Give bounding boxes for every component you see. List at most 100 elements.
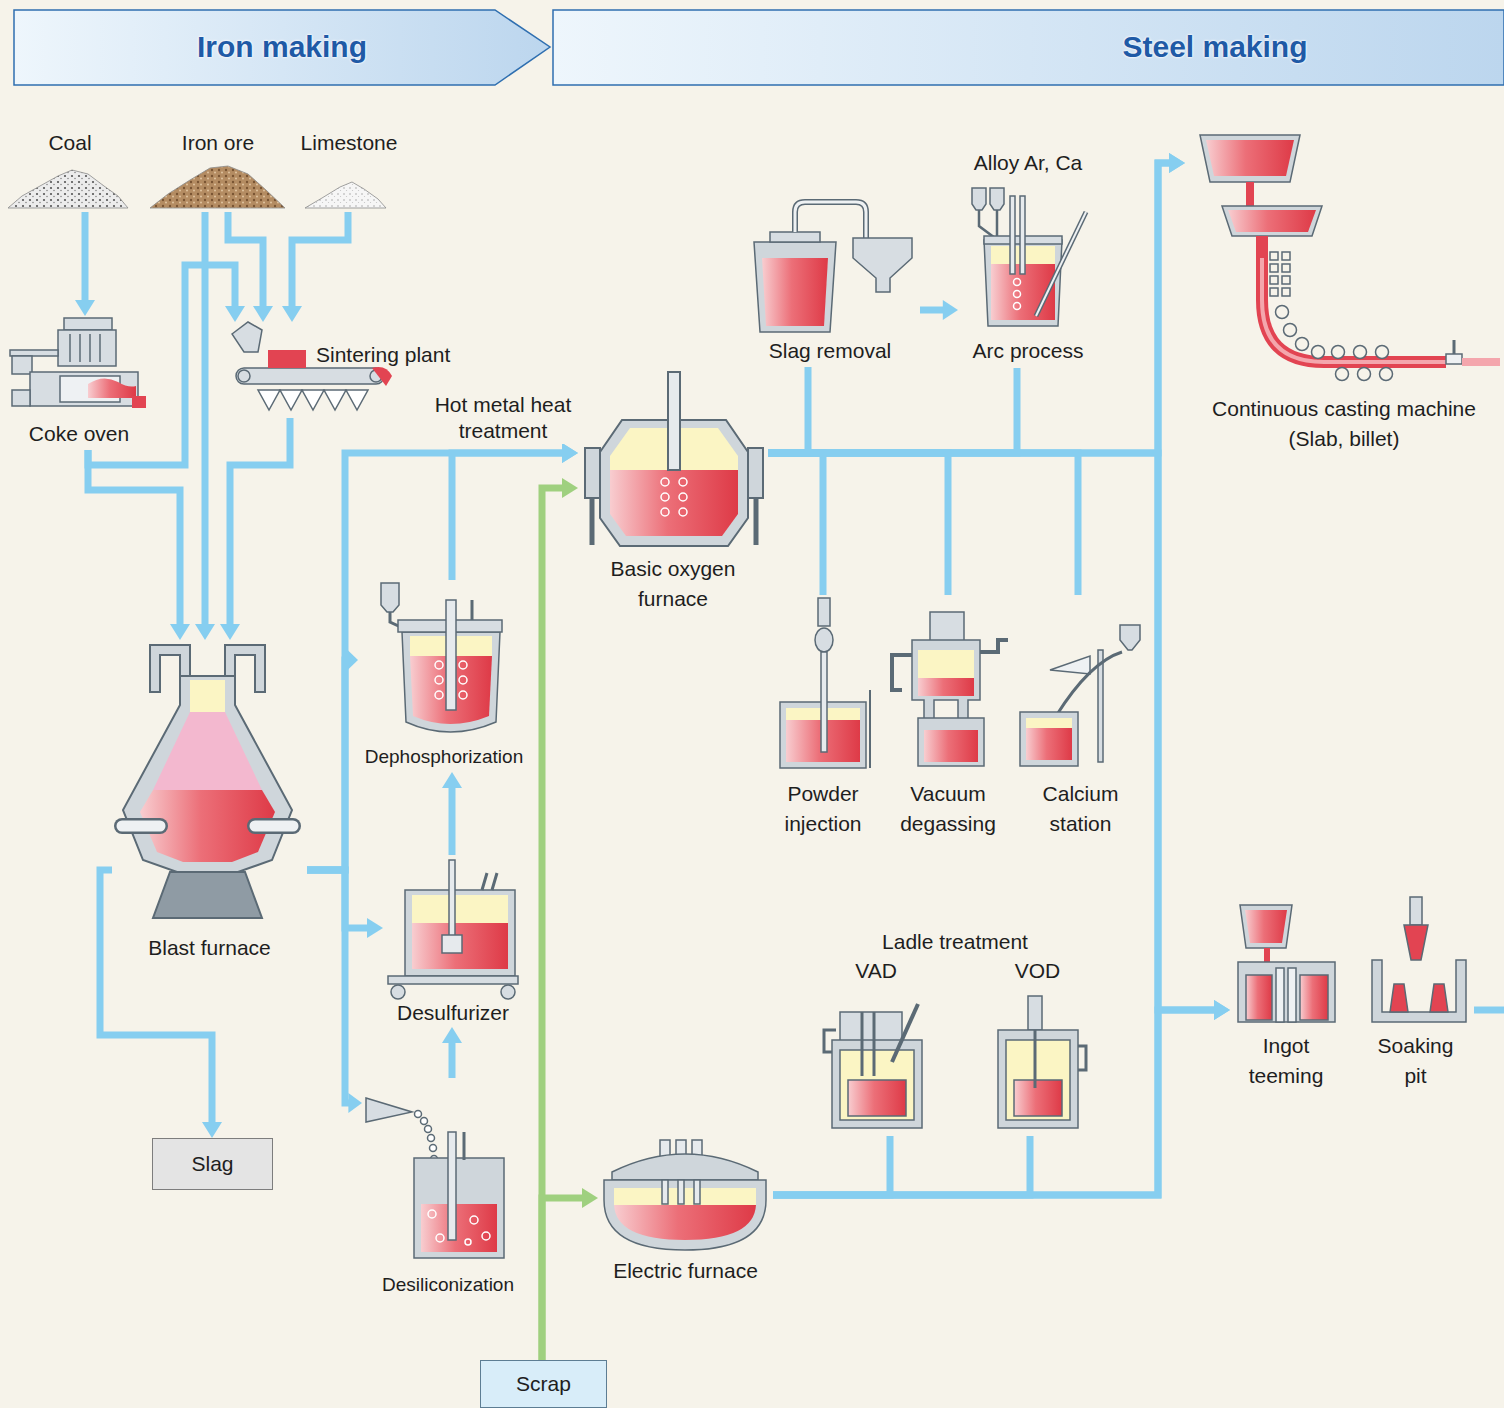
desiliconization-drawing — [448, 1132, 456, 1240]
dephosphorization-drawing — [381, 583, 399, 612]
process-unit: Soaking pit — [1360, 895, 1472, 1093]
arc-process-drawing — [1036, 212, 1086, 316]
converter-drawing — [748, 448, 763, 498]
flow-line — [449, 1042, 456, 1078]
continuous-caster-drawing — [1270, 264, 1278, 272]
converter-drawing — [610, 470, 738, 536]
ingot-teeming-drawing — [1245, 910, 1287, 943]
soaking-pit-drawing — [1372, 960, 1466, 1022]
flow-line — [920, 307, 944, 314]
flow-arrow — [768, 453, 1078, 595]
flow-line — [307, 453, 563, 870]
flow-line — [202, 212, 209, 625]
label-text: Limestone — [290, 130, 408, 156]
coke-oven-drawing — [10, 350, 58, 356]
secondary-treatment-drawing — [918, 650, 974, 678]
slag-removal-drawing — [754, 242, 836, 332]
continuous-caster-drawing — [1200, 135, 1500, 381]
soaking-pit-drawing — [1372, 897, 1466, 1022]
process-unit: Dephosphorization — [358, 580, 530, 772]
label-text: Electric furnace — [598, 1258, 773, 1284]
converter-drawing — [668, 372, 680, 470]
flow-line — [100, 870, 212, 1123]
flow-arrow — [542, 1188, 598, 1360]
arc-process-drawing — [1036, 212, 1086, 316]
desiliconization-drawing — [421, 1204, 497, 1252]
secondary-treatment-drawing — [892, 655, 912, 690]
flow-arrow — [282, 212, 348, 322]
slag-removal-drawing — [770, 232, 820, 242]
continuous-caster-drawing — [1296, 338, 1309, 351]
flow-arrow — [100, 870, 222, 1138]
converter-drawing — [661, 493, 669, 501]
arrow-head — [1169, 153, 1185, 173]
ladle-treatment-drawing — [1028, 996, 1042, 1030]
process-unit: Electric furnace — [598, 1138, 773, 1288]
flow-arrow — [442, 1027, 462, 1078]
arrow-head — [562, 443, 578, 463]
ingot-teeming-drawing — [1288, 968, 1296, 1022]
arc-process-drawing — [990, 188, 1004, 210]
flow-arrow — [452, 443, 578, 580]
continuous-caster-drawing — [1262, 258, 1446, 362]
secondary-treatment-drawing — [780, 598, 1140, 768]
ladle-treatment-drawing — [832, 1040, 922, 1128]
arc-process-drawing — [1014, 279, 1021, 286]
soaking-pit-drawing — [1404, 925, 1428, 960]
continuous-caster-drawing — [1282, 264, 1290, 272]
secondary-treatment-drawing — [818, 598, 830, 626]
dephosphorization-drawing — [459, 676, 467, 684]
slag-removal-drawing — [795, 202, 866, 238]
arrow-head — [562, 478, 578, 498]
process-unit: Alloy Ar, CaArc process — [958, 150, 1098, 368]
continuous-caster-drawing — [1284, 324, 1297, 337]
desiliconization-drawing — [482, 1232, 490, 1240]
soaking-pit-drawing — [1390, 984, 1408, 1012]
sintering-drawing — [236, 368, 384, 384]
electric-furnace-drawing — [604, 1180, 766, 1250]
flow-arrow — [768, 367, 808, 453]
electric-furnace-drawing — [614, 1205, 756, 1240]
electric-furnace-drawing — [604, 1140, 766, 1250]
continuous-caster-drawing — [1246, 182, 1254, 206]
desiliconization-drawing — [470, 1216, 478, 1224]
flow-line — [773, 1136, 1030, 1195]
sintering-drawing — [346, 390, 368, 410]
continuous-caster-drawing — [1358, 368, 1371, 381]
continuous-caster-drawing — [1282, 252, 1290, 260]
flow-line — [773, 1136, 890, 1195]
coke-oven-drawing — [79, 334, 81, 362]
secondary-treatment-drawing — [1020, 712, 1078, 766]
sintering-drawing — [232, 322, 262, 352]
continuous-caster-drawing — [1228, 210, 1316, 232]
converter-drawing — [679, 493, 687, 501]
coke-oven-drawing — [88, 378, 136, 398]
arrow-head — [943, 300, 958, 320]
process-unit: Blast furnace — [112, 640, 307, 964]
converter-drawing — [679, 508, 687, 516]
arc-process-drawing — [1014, 303, 1021, 310]
blast-furnace-drawing — [255, 818, 293, 834]
ladle-treatment-drawing — [873, 1012, 876, 1076]
material-pile — [8, 166, 386, 208]
flow-line — [768, 163, 1170, 453]
label-text: Slag removal — [740, 338, 920, 364]
flow-arrow — [88, 450, 190, 640]
flow-line — [773, 163, 1170, 1195]
electric-furnace-drawing — [612, 1154, 758, 1180]
arc-process-drawing — [1014, 291, 1021, 298]
desiliconization-drawing — [415, 1111, 422, 1118]
label-text: Vacuum degassing — [882, 779, 1014, 839]
flow-line — [449, 787, 456, 855]
secondary-treatment-drawing — [869, 690, 871, 768]
converter-drawing — [661, 478, 669, 486]
blast-furnace-drawing — [123, 676, 292, 872]
arrow-head — [225, 306, 245, 322]
continuous-caster-drawing — [1256, 236, 1268, 258]
dephosphorization-drawing — [459, 691, 467, 699]
ladle-treatment-drawing — [824, 1030, 836, 1052]
ingot-teeming-drawing — [1276, 968, 1284, 1022]
